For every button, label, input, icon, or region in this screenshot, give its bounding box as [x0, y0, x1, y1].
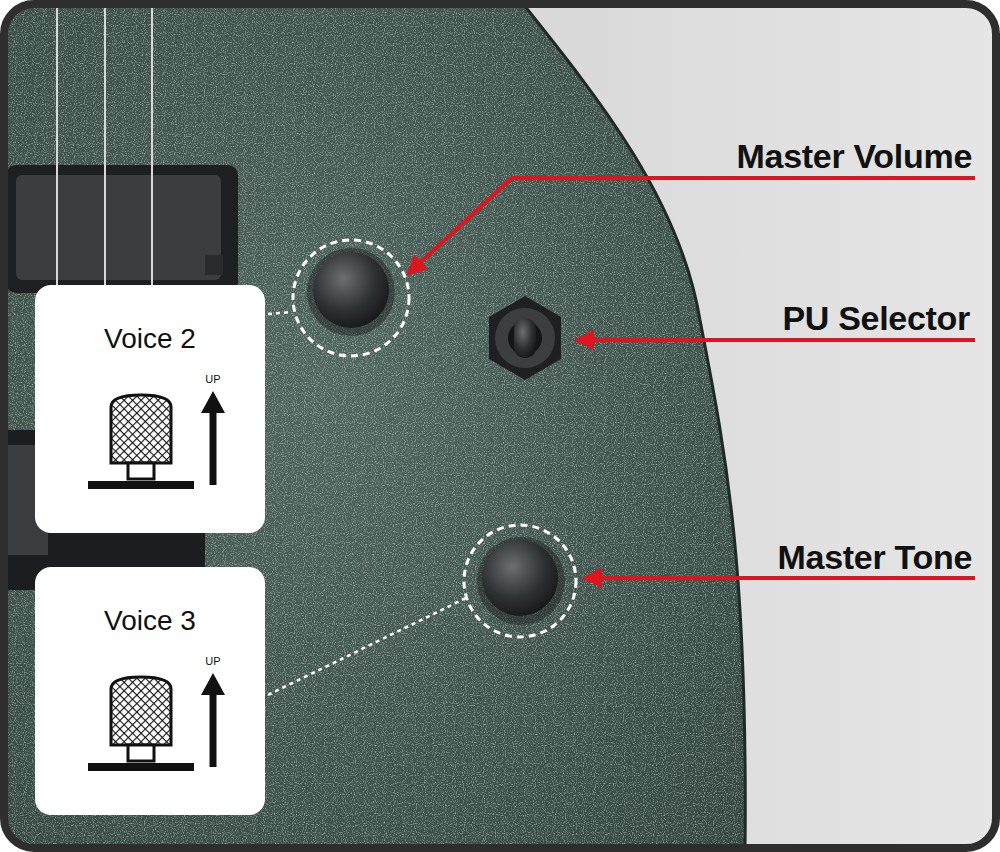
- control-label: PU Selector: [782, 299, 970, 338]
- voice-box: Voice 2 UP: [35, 285, 265, 533]
- push-pull-icon: [35, 285, 265, 533]
- voice-box: Voice 3 UP: [35, 567, 265, 815]
- voice-title: Voice 2: [35, 323, 265, 355]
- up-label: UP: [205, 655, 220, 667]
- up-label: UP: [205, 373, 220, 385]
- voice-title: Voice 3: [35, 605, 265, 637]
- control-label: Master Tone: [778, 538, 972, 577]
- control-label: Master Volume: [737, 137, 972, 176]
- push-pull-icon: [35, 567, 265, 815]
